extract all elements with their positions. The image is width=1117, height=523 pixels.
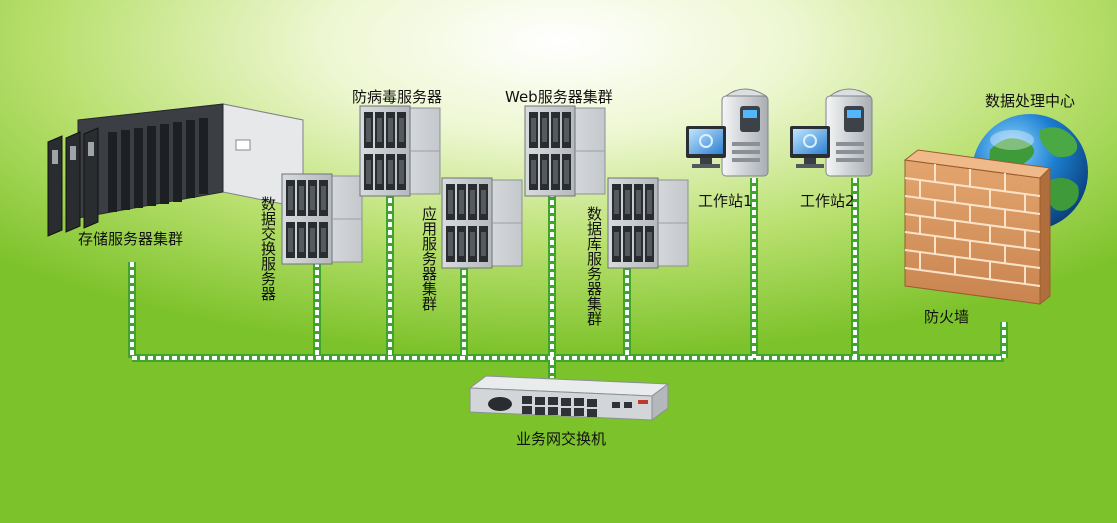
rack-server-icon	[359, 105, 441, 197]
rack-server-icon	[607, 177, 689, 269]
storage-cluster-label: 存储服务器集群	[78, 230, 184, 248]
business-switch-label: 业务网交换机	[516, 430, 607, 448]
workstation-icon	[789, 88, 873, 177]
firewall-label: 防火墙	[924, 308, 970, 326]
rack-server-icon	[524, 105, 606, 197]
workstation-1-label: 工作站1	[698, 192, 753, 210]
workstation-2-label: 工作站2	[800, 192, 855, 210]
rack-server-icon	[281, 173, 363, 265]
antivirus-server-label: 防病毒服务器	[352, 88, 443, 106]
workstation-icon	[685, 88, 769, 177]
app-server-cluster-label: 应用服务器集群	[420, 206, 438, 311]
db-server-cluster-label: 数据库服务器集群	[585, 206, 603, 326]
network-switch-icon	[468, 375, 670, 421]
data-center-label: 数据处理中心	[985, 92, 1076, 110]
rack-server-icon	[441, 177, 523, 269]
data-exchange-server-label: 数据交换服务器	[259, 196, 277, 301]
network-links	[128, 178, 1008, 378]
web-server-cluster-label: Web服务器集群	[505, 88, 613, 106]
brick-wall-icon	[903, 149, 1052, 306]
blade-chassis-icon	[47, 103, 304, 237]
